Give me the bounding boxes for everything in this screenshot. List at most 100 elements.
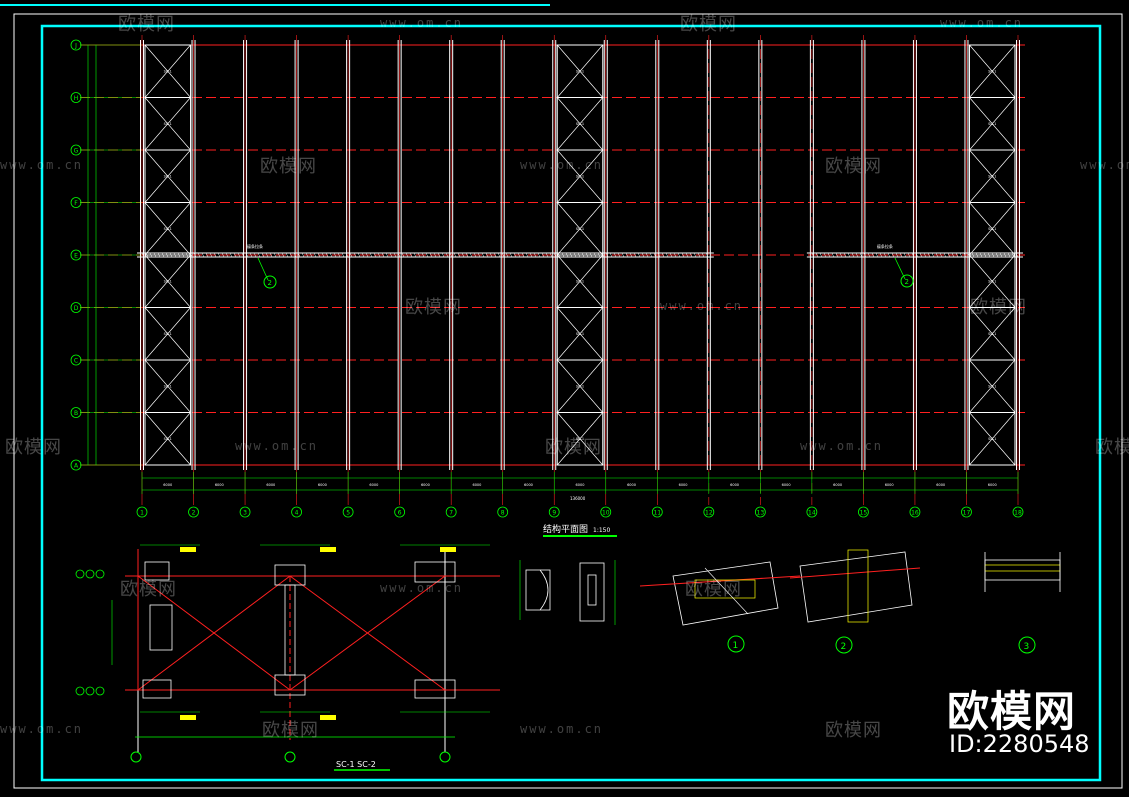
brace-label: SC-1 <box>164 227 172 231</box>
svg-text:1: 1 <box>140 510 144 517</box>
joint-detail-3: 3 <box>984 552 1061 654</box>
svg-text:6: 6 <box>398 510 402 517</box>
watermark-brand: 欧模网 <box>825 720 882 741</box>
watermark-url: www.om.cn <box>235 439 319 453</box>
svg-text:1: 1 <box>733 641 739 651</box>
watermark-url: www.om.cn <box>0 158 84 172</box>
bay-dimension: 6000 <box>627 483 636 487</box>
bay-dimension: 6000 <box>885 483 894 487</box>
vertical-grid-lines <box>140 35 1020 505</box>
svg-text:E: E <box>74 253 78 260</box>
brace-label: SC-1 <box>988 437 996 441</box>
column-line-15 <box>861 35 866 505</box>
svg-text:3: 3 <box>1024 642 1030 652</box>
brace-label: SC-1 <box>988 279 996 283</box>
plate-detail <box>519 560 616 625</box>
column-line-3 <box>243 35 248 505</box>
bay-dimension: 6000 <box>215 483 224 487</box>
bay-dimension: 6000 <box>576 483 585 487</box>
brace-label: SC-1 <box>164 384 172 388</box>
plan-scale: 1:150 <box>593 527 610 534</box>
brace-label: SC-1 <box>988 69 996 73</box>
brace-label: SC-1 <box>164 174 172 178</box>
watermark-brand: 欧模网 <box>5 437 62 458</box>
watermark-url: www.om.cn <box>940 16 1024 30</box>
axis-bubble-18: 18 <box>1012 506 1024 518</box>
axis-bubble-13: 13 <box>754 506 766 518</box>
axis-bubble-12: 12 <box>703 506 715 518</box>
axis-bubble-A: A <box>70 459 82 471</box>
axis-bubble-G: G <box>70 144 82 156</box>
callout-left: 2 <box>257 257 277 289</box>
svg-text:H: H <box>74 95 79 102</box>
svg-text:G: G <box>74 148 79 155</box>
axis-bubble-2: 2 <box>188 506 199 518</box>
svg-text:10: 10 <box>602 510 610 517</box>
brace-label: SC-1 <box>164 332 172 336</box>
watermark-url: www.om.cn <box>380 16 464 30</box>
brace-label: SC-1 <box>988 227 996 231</box>
bay-dimension: 6000 <box>833 483 842 487</box>
svg-text:2: 2 <box>905 278 909 286</box>
brace-label: SC-1 <box>988 122 996 126</box>
bracing-bays: SC-1SC-1SC-1SC-1SC-1SC-1SC-1SC-1SC-1SC-1… <box>144 44 1016 466</box>
brace-label: SC-1 <box>576 384 584 388</box>
svg-text:2: 2 <box>841 642 847 652</box>
watermark-brand: 欧模网 <box>680 14 737 35</box>
svg-text:J: J <box>74 43 77 50</box>
axis-bubble-11: 11 <box>651 506 663 518</box>
svg-text:8: 8 <box>501 510 505 517</box>
plan-title: 结构平面图 <box>543 523 588 535</box>
axis-bubble-9: 9 <box>548 506 560 518</box>
axis-bubble-17: 17 <box>961 506 972 518</box>
tie-rod-1-12: 檩条拉条 <box>137 243 714 258</box>
axis-bubble-6: 6 <box>394 506 406 518</box>
svg-text:12: 12 <box>705 510 713 517</box>
svg-text:2: 2 <box>192 510 196 517</box>
brace-label: SC-1 <box>576 122 584 126</box>
axis-bubble-H: H <box>70 92 82 103</box>
bay-dimension: 6000 <box>524 483 533 487</box>
watermark-url: www.om.cn <box>520 722 604 736</box>
bay-dimension: 6000 <box>266 483 275 487</box>
watermark-brand: 欧模网 <box>120 579 177 600</box>
axis-bubble-E: E <box>70 249 82 261</box>
bay-dimension: 6000 <box>472 483 481 487</box>
detail-section-title: SC-1 SC-2 <box>336 760 376 769</box>
watermark-brand: 欧模网 <box>825 156 882 177</box>
axis-bubble-4: 4 <box>291 506 302 518</box>
svg-text:15: 15 <box>860 510 868 517</box>
bay-dimension: 6000 <box>421 483 430 487</box>
svg-text:11: 11 <box>653 510 661 517</box>
column-line-1 <box>140 35 144 505</box>
brace-label: SC-1 <box>576 227 584 231</box>
brace-label: SC-1 <box>576 332 584 336</box>
bay-dimension: 6000 <box>318 483 327 487</box>
column-line-13 <box>758 35 763 505</box>
callout-right: 2 <box>894 257 914 288</box>
brace-label: SC-1 <box>988 384 996 388</box>
model-id-label: ID:2280548 <box>949 730 1090 758</box>
overall-dimension: 136000 <box>570 496 586 501</box>
bay-dimension: 6000 <box>163 483 172 487</box>
axis-bubble-1: 1 <box>136 506 148 518</box>
brace-label: SC-1 <box>164 69 172 73</box>
brace-label: SC-1 <box>164 437 172 441</box>
bracing-detail-sc1-sc2 <box>75 544 500 763</box>
watermark-brand: 欧模网 <box>970 297 1027 318</box>
column-line-11 <box>655 35 660 505</box>
axis-bubble-F: F <box>70 197 82 208</box>
svg-text:5: 5 <box>346 510 350 517</box>
dimension-lines: 6000 6000 6000 6000 6000 6000 6000 6000 6000 6000… <box>87 45 1019 494</box>
column-line-5 <box>346 35 351 505</box>
watermark-brand: 欧模网 <box>405 297 462 318</box>
brace-label: SC-1 <box>576 437 584 441</box>
axis-bubble-5: 5 <box>342 506 354 518</box>
svg-text:D: D <box>74 305 79 312</box>
axis-bubble-3: 3 <box>239 506 251 518</box>
axis-bubble-B: B <box>70 407 82 418</box>
column-line-10 <box>603 35 608 505</box>
bracing-bay-17-18: SC-1SC-1SC-1SC-1SC-1SC-1SC-1SC-1 <box>968 44 1016 466</box>
watermark-url: www.om.cn <box>660 299 744 313</box>
